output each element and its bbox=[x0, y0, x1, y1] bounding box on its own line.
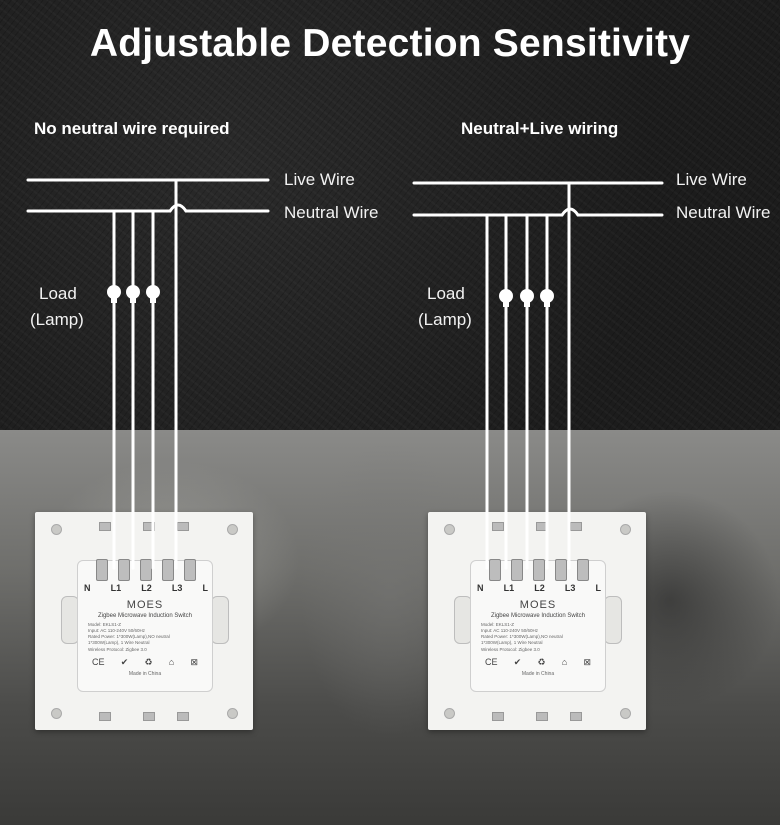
ce-icon: CE bbox=[92, 657, 105, 667]
spec-line: 1*300W(Lamp), 1 Wire Neutral bbox=[88, 640, 150, 645]
left-switch-module: N L1 L2 L3 L MOES Zigbee Microwave Induc… bbox=[77, 559, 213, 692]
left-terminal-labels: N L1 L2 L3 L bbox=[84, 583, 208, 593]
spec-line: Wireless Protocol: Zigbee 3.0 bbox=[88, 647, 147, 652]
module-title: Zigbee Microwave Induction Switch bbox=[97, 613, 193, 619]
spec-line: Rated Power: 1*300W(Lamp),NO neutral bbox=[88, 634, 170, 639]
right-live-wire-label: Live Wire bbox=[676, 170, 747, 189]
left-neutral-wire-label: Neutral Wire bbox=[284, 203, 379, 222]
left-load-label: Load bbox=[39, 284, 77, 303]
left-neutral-crossover bbox=[168, 203, 188, 213]
recycle-icon: ♻ bbox=[537, 657, 546, 667]
right-neutral-wire-label: Neutral Wire bbox=[676, 203, 771, 222]
left-live-wire-label: Live Wire bbox=[284, 170, 355, 189]
terminal-l1-label: L1 bbox=[110, 583, 122, 593]
weee-bin-icon: ⊠ bbox=[583, 657, 591, 667]
terminal-l3-label: L3 bbox=[564, 583, 576, 593]
right-switch-panel: N L1 L2 L3 L MOES Zigbee Microwave Induc… bbox=[428, 512, 646, 730]
spec-line: Input: AC 110-240V 50/60Hz bbox=[88, 628, 145, 633]
weee-bin-icon: ⊠ bbox=[190, 657, 198, 667]
right-lamp-1-icon bbox=[499, 289, 513, 307]
terminal-l-label: L bbox=[202, 583, 208, 593]
terminal-n-label: N bbox=[84, 583, 91, 593]
brand-logo: MOES bbox=[126, 599, 164, 611]
spec-line: Input: AC 110-240V 50/60Hz bbox=[481, 628, 538, 633]
page-title: Adjustable Detection Sensitivity bbox=[89, 22, 691, 65]
left-lamp-2-icon bbox=[126, 285, 140, 303]
check-icon: ✔ bbox=[513, 657, 522, 667]
certification-icons: CE ✔ ♻ ⌂ ⊠ bbox=[485, 657, 591, 668]
terminal-l2-label: L2 bbox=[141, 583, 152, 593]
terminal-l2-label: L2 bbox=[534, 583, 545, 593]
terminal-l1-label: L1 bbox=[503, 583, 515, 593]
spec-line: Model: EKLS1-Z bbox=[481, 622, 515, 627]
left-lamp-1-icon bbox=[107, 285, 121, 303]
home-icon: ⌂ bbox=[561, 657, 568, 667]
check-icon: ✔ bbox=[120, 657, 129, 667]
right-switch-module: N L1 L2 L3 L MOES Zigbee Microwave Induc… bbox=[470, 559, 606, 692]
spec-line: Rated Power: 1*300W(Lamp),NO neutral bbox=[481, 634, 563, 639]
right-lamp-2-icon bbox=[520, 289, 534, 307]
spec-line: 1*300W(Lamp), 1 Wire Neutral bbox=[481, 640, 543, 645]
right-lamp-3-icon bbox=[540, 289, 554, 307]
spec-line: Model: EKLS1-Z bbox=[88, 622, 122, 627]
recycle-icon: ♻ bbox=[144, 657, 153, 667]
right-terminal-labels: N L1 L2 L3 L bbox=[477, 583, 601, 593]
right-subtitle: Neutral+Live wiring bbox=[461, 119, 619, 138]
left-switch-panel: N L1 L2 L3 L MOES Zigbee Microwave Induc… bbox=[35, 512, 253, 730]
left-lamp-label: (Lamp) bbox=[30, 310, 84, 329]
left-lamp-3-icon bbox=[146, 285, 160, 303]
right-load-label: Load bbox=[427, 284, 465, 303]
terminal-l-label: L bbox=[595, 583, 601, 593]
left-subtitle: No neutral wire required bbox=[34, 119, 230, 138]
module-title: Zigbee Microwave Induction Switch bbox=[490, 613, 586, 619]
made-in-label: Made in China bbox=[521, 671, 555, 677]
spec-line: Wireless Protocol: Zigbee 3.0 bbox=[481, 647, 540, 652]
certification-icons: CE ✔ ♻ ⌂ ⊠ bbox=[92, 657, 198, 668]
made-in-label: Made in China bbox=[128, 671, 162, 677]
terminal-n-label: N bbox=[477, 583, 484, 593]
ce-icon: CE bbox=[485, 657, 498, 667]
brand-logo: MOES bbox=[519, 599, 557, 611]
home-icon: ⌂ bbox=[168, 657, 175, 667]
right-lamp-label: (Lamp) bbox=[418, 310, 472, 329]
terminal-l3-label: L3 bbox=[171, 583, 183, 593]
